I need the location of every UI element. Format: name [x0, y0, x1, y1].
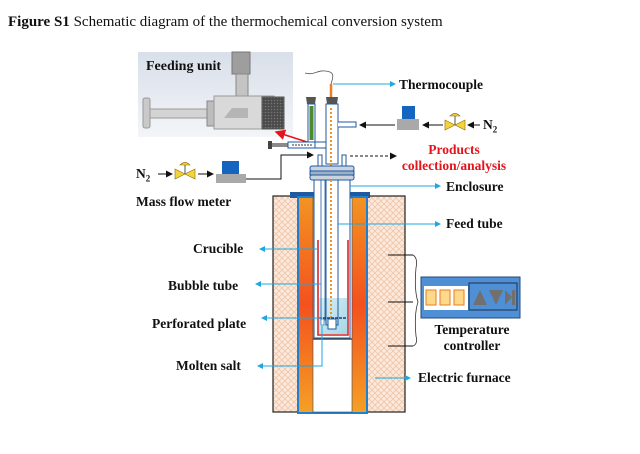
brace	[412, 254, 419, 347]
piston-rod	[149, 108, 209, 119]
heater-left	[299, 198, 313, 412]
label-temperature-controller: Temperature controller	[424, 322, 520, 354]
label-molten-salt: Molten salt	[176, 358, 241, 373]
label-mass-flow-meter: Mass flow meter	[136, 194, 232, 209]
hopper-top	[231, 51, 251, 75]
label-feed-tube: Feed tube	[446, 216, 503, 231]
hopper-cap-icon	[306, 97, 316, 104]
n2-supply-left	[158, 151, 314, 183]
figure-caption: Figure S1 Schematic diagram of the therm…	[8, 14, 443, 31]
syringe-feeder	[268, 141, 317, 149]
n2-left-subscript: 2	[145, 173, 151, 184]
label-crucible: Crucible	[193, 241, 244, 256]
products-line1: Products	[428, 142, 480, 157]
n2-supply-top	[359, 106, 480, 131]
n2-left-text: N	[136, 166, 146, 181]
gas-inlet-arm	[338, 121, 357, 128]
heater-right	[352, 198, 366, 412]
leader-lines	[255, 81, 441, 381]
thermocouple-wire	[304, 70, 334, 85]
feed-hopper-tube	[306, 97, 316, 143]
temperature-controller-line2: controller	[443, 338, 501, 353]
label-products-collection: Products collection/analysis	[394, 142, 514, 174]
leader-molten-salt	[257, 326, 323, 369]
mfc-base-left	[216, 174, 246, 183]
feeding-unit-arrow	[274, 129, 308, 143]
products-line2: collection/analysis	[401, 158, 507, 173]
label-n2-left: N2	[136, 166, 150, 187]
label-enclosure: Enclosure	[446, 179, 504, 194]
feeding-unit	[138, 51, 293, 137]
hopper-feedstock	[309, 106, 314, 140]
crucible	[317, 240, 349, 336]
mass-flow-controller-top	[402, 106, 415, 119]
label-feeding-unit: Feeding unit	[146, 59, 222, 74]
feeder-wedge	[224, 108, 248, 118]
label-electric-furnace: Electric furnace	[418, 370, 511, 385]
down-arrow-icon	[489, 290, 503, 305]
flange-top	[309, 165, 355, 172]
reactor-cap-icon	[326, 97, 338, 104]
hopper-neck	[235, 73, 249, 97]
next-arrow-icon	[505, 290, 512, 305]
figure-label: Figure S1	[8, 14, 70, 30]
label-n2-top: N2	[483, 117, 497, 138]
temperature-controller-line1: Temperature	[434, 322, 510, 337]
label-perforated-plate: Perforated plate	[152, 316, 247, 331]
valve-icon-top	[444, 113, 466, 131]
mfc-base-top	[397, 119, 419, 130]
valve-icon-left	[174, 162, 196, 180]
mass-flow-controller-left	[222, 161, 239, 174]
caption-text: Schematic diagram of the thermochemical …	[69, 14, 443, 30]
n2-top-subscript: 2	[492, 124, 498, 135]
up-arrow-icon	[473, 290, 487, 305]
temperature-controller	[420, 276, 521, 319]
label-bubble-tube: Bubble tube	[168, 278, 239, 293]
flange-bottom	[309, 174, 355, 181]
label-thermocouple: Thermocouple	[399, 77, 483, 92]
feeder-mesh	[261, 96, 285, 130]
electric-furnace	[272, 179, 419, 414]
piston-handle	[142, 97, 151, 129]
n2-top-text: N	[483, 117, 493, 132]
